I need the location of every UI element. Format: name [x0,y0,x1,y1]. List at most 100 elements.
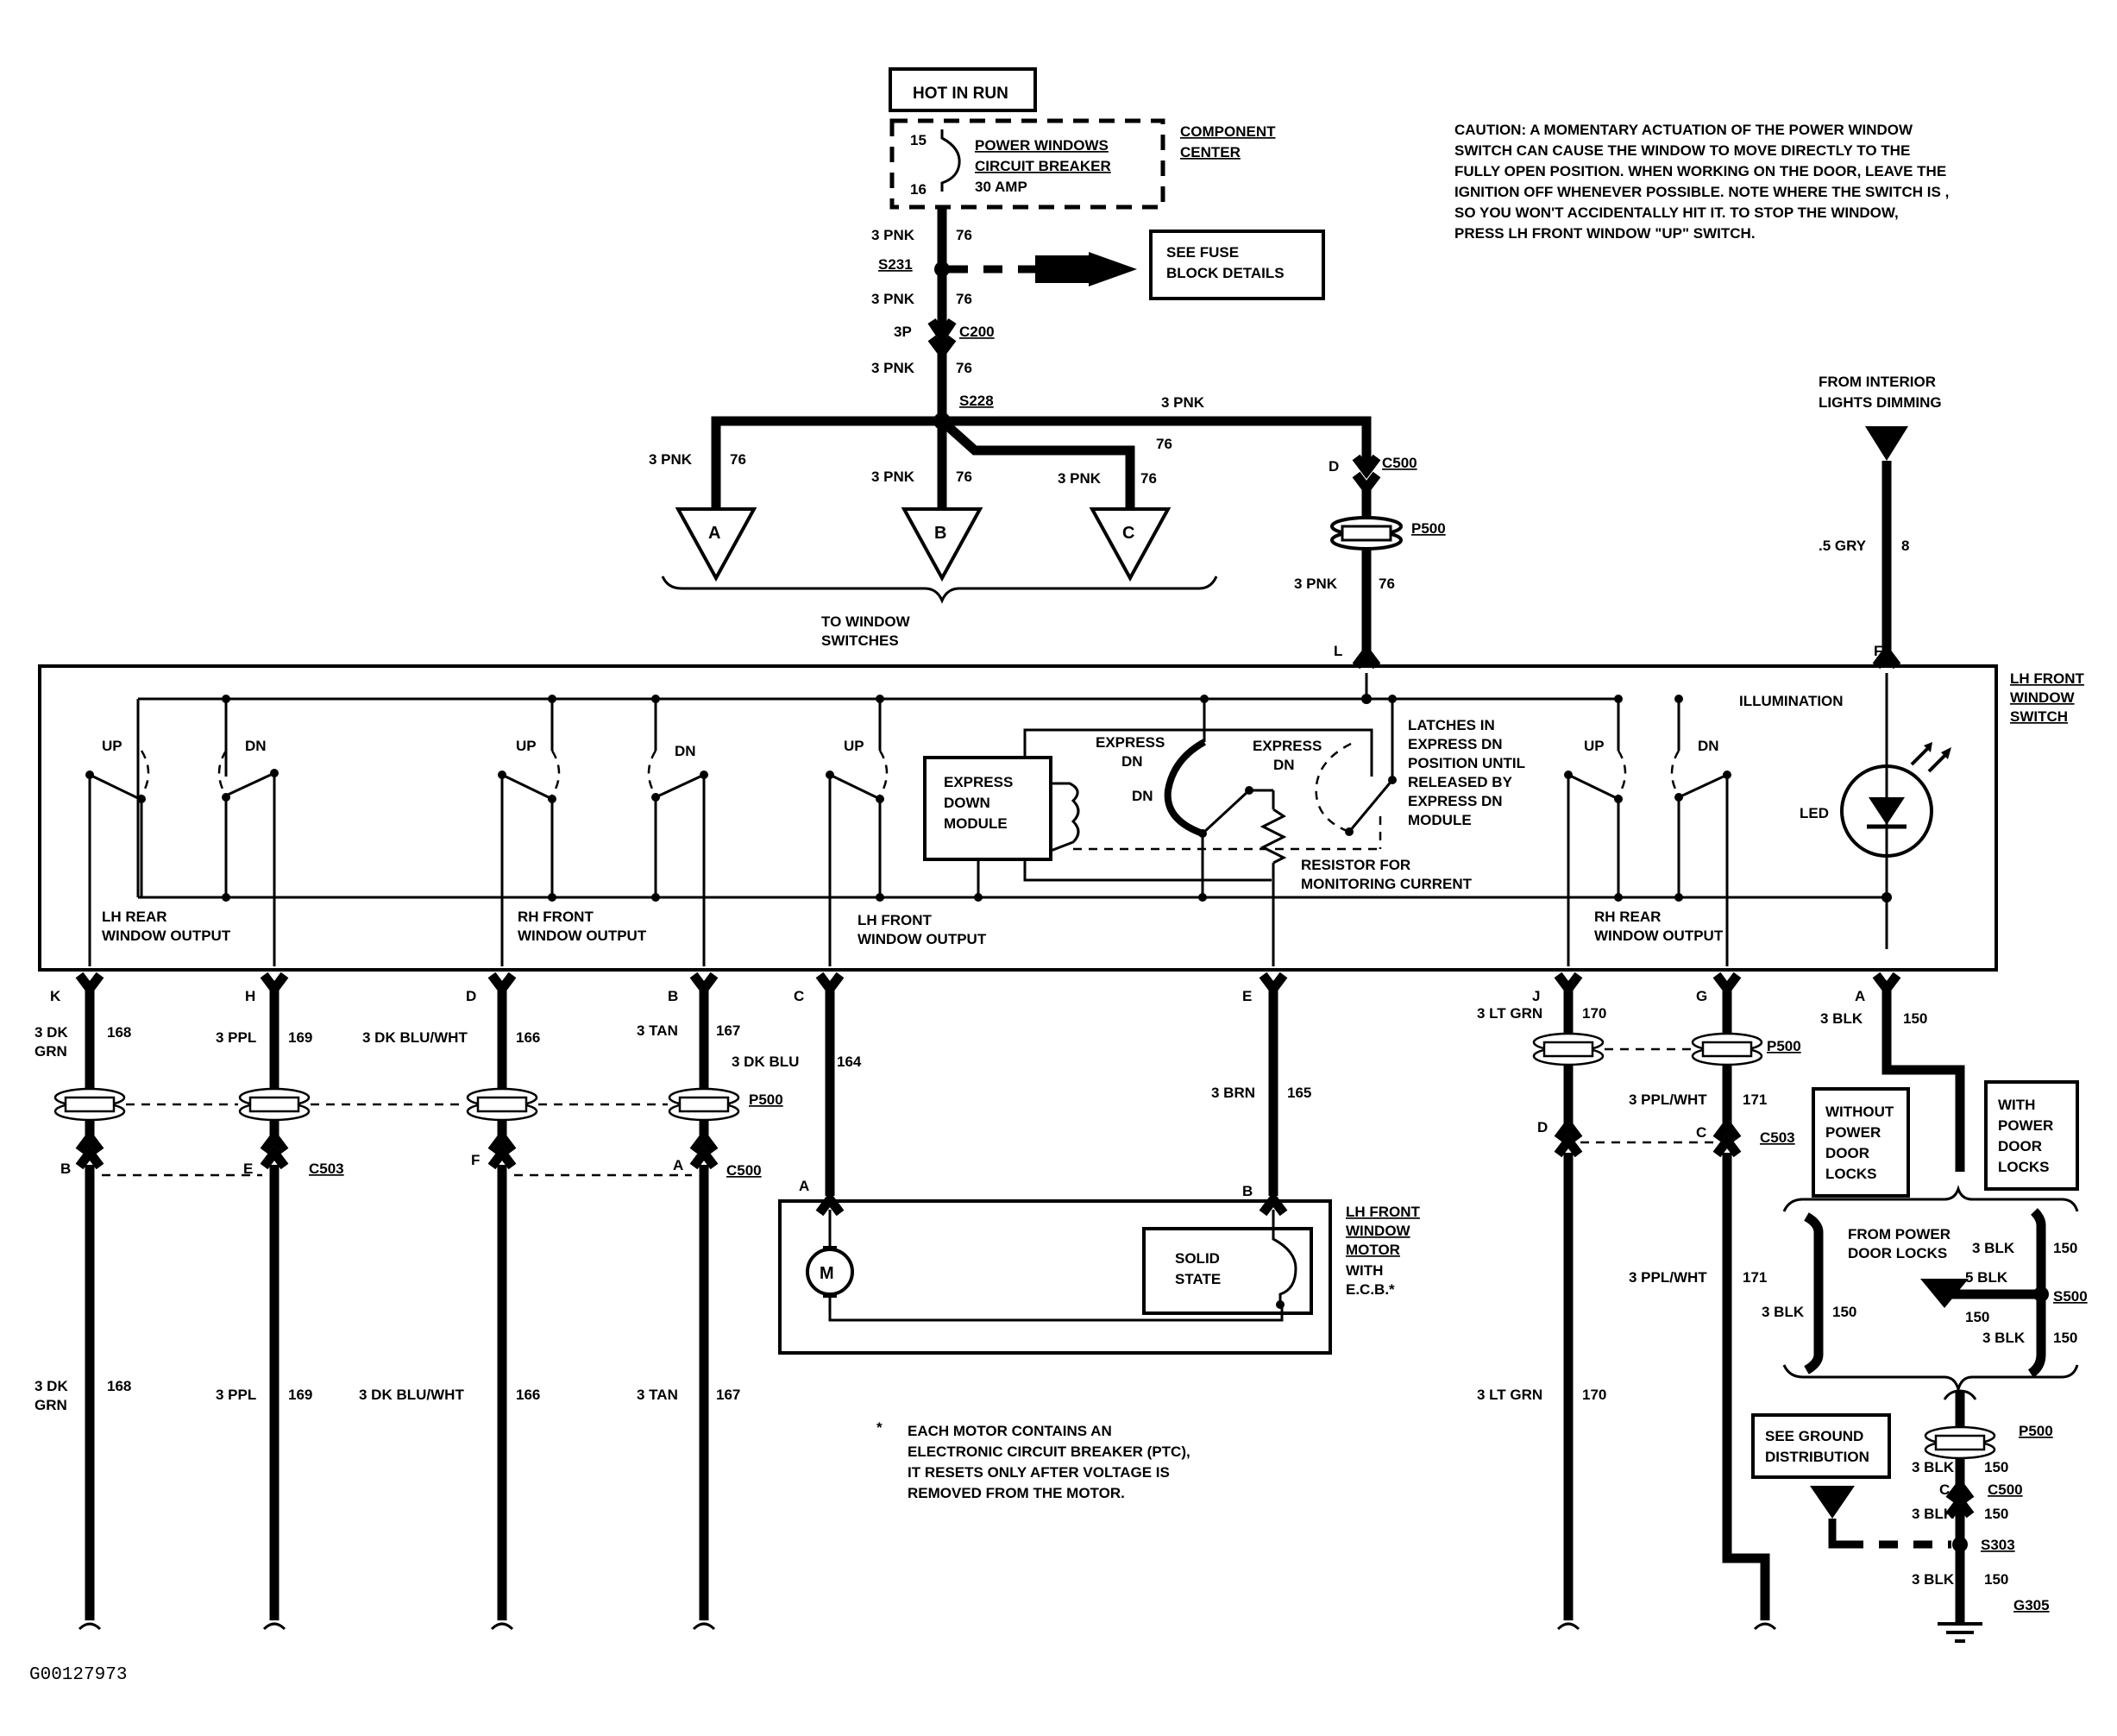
hot-in-run-label: HOT IN RUN [913,85,1008,103]
main-feed-wire [927,207,957,430]
latch-label-4: RELEASED BY [1408,774,1513,790]
p500-label-left: P500 [749,1091,783,1108]
ground-wire-label-4: 3 BLK [1912,1459,1955,1475]
wire-b-lower-num: 167 [716,1387,740,1403]
wire-h-lower-num: 169 [288,1387,312,1403]
switch-title-1: LH FRONT [2010,670,2085,687]
dimming-label-1: FROM INTERIOR [1819,374,1936,390]
wire-g-label: 3 PPL/WHT [1629,1091,1707,1108]
switch-internal-wiring [136,673,1892,949]
see-fuse-label-1: SEE FUSE [1166,244,1239,261]
express-dn-switches[interactable]: EXPRESS DN DN EXPRESS DN LATCHES IN EXPR… [1096,695,1525,966]
wire-j-num: 170 [1582,1005,1606,1022]
see-ground-box [1751,1413,1891,1479]
breaker-label-2: CIRCUIT BREAKER [975,158,1111,174]
express-coil-symbol [1050,782,1080,852]
interior-dimming-feed: FROM INTERIOR LIGHTS DIMMING .5 GRY 8 F [1819,374,1942,670]
breaker-pin-15: 15 [910,132,927,148]
c503-pin-b: B [60,1160,71,1177]
express-down-module: EXPRESS DOWN MODULE [923,728,1382,902]
ground-wire-label-3: 3 BLK [1982,1330,2026,1346]
caution-line-6: PRESS LH FRONT WINDOW "UP" SWITCH. [1454,225,1756,242]
pin-l-feed [1330,454,1403,670]
footnote-line-2: ELECTRONIC CIRCUIT BREAKER (PTC), [908,1444,1190,1460]
lh-rear-dn-label: DN [245,738,267,754]
resistor-label-2: MONITORING CURRENT [1301,876,1473,892]
motor-title-1: LH FRONT [1346,1204,1421,1220]
dimming-circuit-label: 8 [1901,538,1909,554]
circuit-76-c: 76 [1140,470,1157,487]
c500-pin-a: A [673,1157,683,1173]
latch-label-6: MODULE [1408,812,1472,828]
wire-c-num: 164 [837,1054,862,1070]
motor-pin-a: A [799,1178,809,1194]
switch-rh-rear[interactable]: UP DN RH REAR WINDOW OUTPUT [1564,695,1731,966]
c503-label-left: C503 [309,1160,344,1177]
caution-line-4: IGNITION OFF WHENEVER POSSIBLE. NOTE WHE… [1454,184,1949,200]
ground-g305-label: G305 [2013,1597,2050,1613]
express-dn-label-4: DN [1273,757,1295,773]
express-dn-label-1: EXPRESS [1096,734,1165,751]
dimming-arrow-icon [1865,426,1908,461]
wire-label-3pnk-3: 3 PNK [871,360,915,376]
rh-front-dn-label: DN [675,743,696,759]
with-locks-box [1984,1080,2079,1191]
wire-d-label: 3 DK BLU/WHT [362,1029,468,1046]
branch-triangle-a: A [675,507,757,582]
wire-b-lower: 3 TAN [637,1387,678,1403]
express-module-label-1: EXPRESS [944,774,1013,790]
breaker-label-3: 30 AMP [975,179,1027,195]
wire-k-lower-2: GRN [35,1397,67,1413]
to-window-switches-brace [661,576,1218,604]
lh-rear-output-1: LH REAR [102,909,167,925]
ground-num-4: 150 [2053,1330,2077,1346]
express-dn-label-3: EXPRESS [1253,738,1322,754]
solid-state-label-2: STATE [1175,1271,1221,1287]
c500-label-left: C500 [726,1162,762,1179]
ground-num-2: 150 [2053,1240,2077,1256]
motor-m-label: M [820,1264,834,1283]
switch-title-3: SWITCH [2010,708,2068,725]
wire-h-num: 169 [288,1029,312,1046]
branch-b-label: B [934,524,946,543]
dimming-wire-label: .5 GRY [1819,538,1867,554]
pin-h: H [245,988,255,1004]
splice-s303-label: S303 [1981,1537,2015,1553]
from-locks-1: FROM POWER [1848,1226,1951,1242]
lh-front-window-motor: A B M SOLID STATE LH FRONT WINDOW MOTOR … [778,1178,1421,1355]
wire-k-lower-1: 3 DK [35,1378,68,1394]
pin-d: D [466,988,476,1004]
wire-label-3pnk-a: 3 PNK [649,451,693,468]
footnote-line-1: EACH MOTOR CONTAINS AN [908,1423,1112,1439]
caution-line-5: SO YOU WON'T ACCIDENTALLY HIT IT. TO STO… [1454,204,1899,221]
latch-label-1: LATCHES IN [1408,717,1495,733]
wire-e-num: 165 [1287,1085,1311,1101]
splice-s231-label: S231 [878,256,913,273]
wire-g-lower-num: 171 [1743,1269,1767,1286]
caution-note: CAUTION: A MOMENTARY ACTUATION OF THE PO… [1454,122,1949,242]
wire-k-num: 168 [107,1024,131,1041]
wire-label-3pnk-l: 3 PNK [1294,576,1338,592]
ground-wire-label-5: 3 BLK [1912,1506,1955,1522]
to-window-label-1: TO WINDOW [821,613,911,630]
switch-rh-front[interactable]: UP DN RH FRONT WINDOW OUTPUT [498,695,708,966]
c200-pin-label: 3P [894,324,912,340]
switch-lh-front[interactable]: UP LH FRONT WINDOW OUTPUT [826,695,987,966]
switch-lh-rear[interactable]: UP DN LH REAR WINDOW OUTPUT [85,695,279,966]
ground-num-7: 150 [1984,1571,2008,1588]
wire-k-label-2: GRN [35,1043,67,1060]
wire-label-3pnk-d: 3 PNK [1161,394,1205,411]
motor-pin-b: B [1242,1183,1253,1199]
ground-wire-label-1: 3 BLK [1762,1304,1805,1320]
c503-pin-d: D [1537,1119,1548,1135]
wire-e-label: 3 BRN [1211,1085,1255,1101]
branch-triangle-c: C [1089,507,1172,582]
branch-a-label: A [708,524,720,543]
see-fuse-label-2: BLOCK DETAILS [1166,265,1285,281]
circuit-76-2: 76 [956,291,972,307]
without-locks-2: POWER [1825,1124,1881,1141]
footnote-line-3: IT RESETS ONLY AFTER VOLTAGE IS [908,1464,1170,1481]
ground-num-6: 150 [1984,1506,2008,1522]
ground-wire-label-2: 3 BLK [1972,1240,2015,1256]
pin-c: C [794,988,804,1004]
